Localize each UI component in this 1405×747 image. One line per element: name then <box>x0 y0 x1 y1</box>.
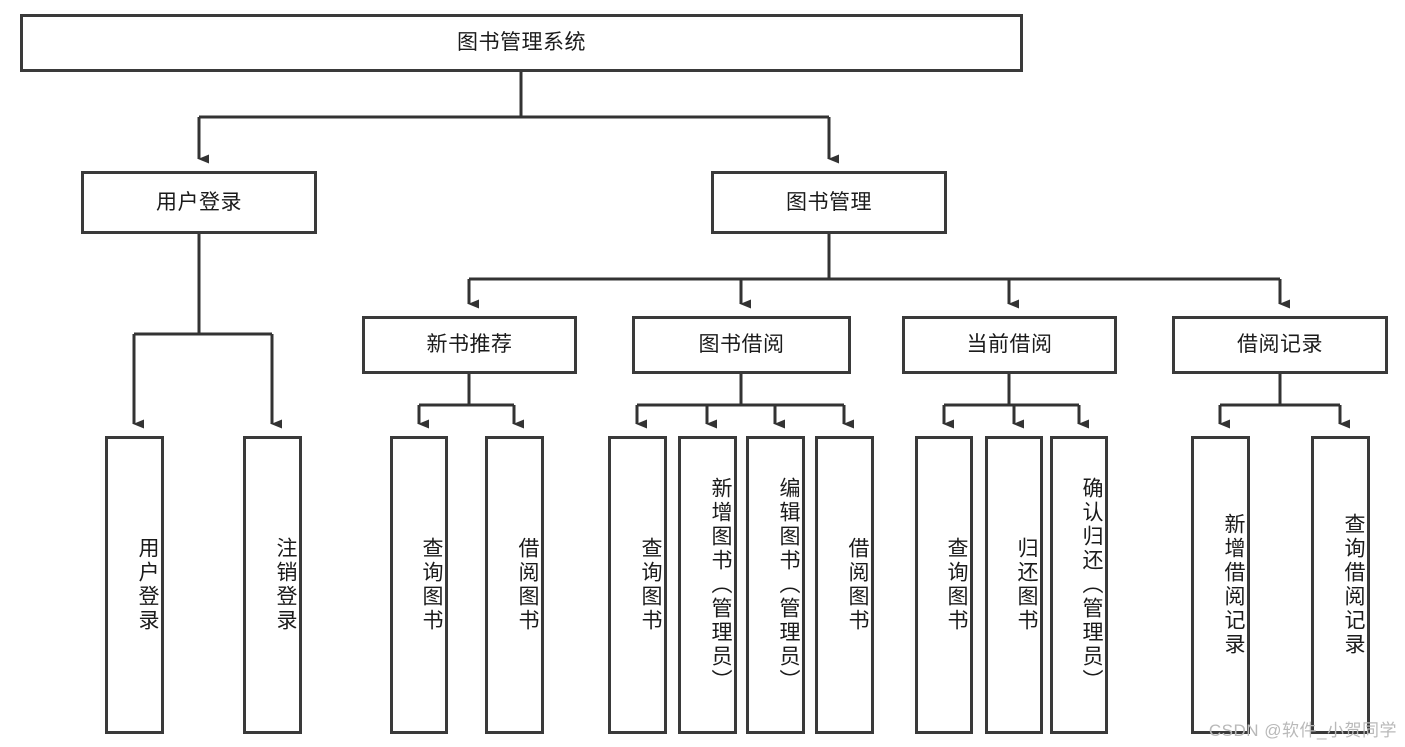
node-leaf-add-book[interactable]: 新增图书（管理员） <box>678 436 737 734</box>
node-leaf-user-logout-label: 注销登录 <box>274 537 297 633</box>
node-leaf-return-book-label: 归还图书 <box>1015 537 1038 633</box>
node-user-login[interactable]: 用户登录 <box>81 171 317 234</box>
node-leaf-borrow-book-2-label: 借阅图书 <box>846 537 869 633</box>
node-leaf-add-borrow-rec-label: 新增借阅记录 <box>1222 513 1245 657</box>
node-new-book-recommend-label: 新书推荐 <box>426 333 513 357</box>
node-leaf-query-book-1[interactable]: 查询图书 <box>390 436 448 734</box>
node-borrow-record[interactable]: 借阅记录 <box>1172 316 1388 374</box>
node-leaf-confirm-return[interactable]: 确认归还（管理员） <box>1050 436 1108 734</box>
node-book-manage-label: 图书管理 <box>786 190 872 214</box>
node-current-borrow-label: 当前借阅 <box>966 333 1053 357</box>
node-leaf-query-book-2-label: 查询图书 <box>639 537 662 633</box>
node-leaf-query-borrow-rec[interactable]: 查询借阅记录 <box>1311 436 1370 734</box>
node-leaf-query-book-1-label: 查询图书 <box>420 537 443 633</box>
node-leaf-borrow-book-2[interactable]: 借阅图书 <box>815 436 874 734</box>
csdn-watermark: CSDN @软件_小贺同学 <box>1208 721 1397 740</box>
node-leaf-edit-book[interactable]: 编辑图书（管理员） <box>746 436 805 734</box>
node-leaf-add-borrow-rec[interactable]: 新增借阅记录 <box>1191 436 1250 734</box>
node-leaf-query-borrow-rec-label: 查询借阅记录 <box>1342 513 1365 657</box>
node-leaf-user-logout[interactable]: 注销登录 <box>243 436 302 734</box>
node-book-borrow-label: 图书借阅 <box>698 333 785 357</box>
node-book-manage[interactable]: 图书管理 <box>711 171 947 234</box>
node-leaf-user-login[interactable]: 用户登录 <box>105 436 164 734</box>
node-leaf-query-book-3-label: 查询图书 <box>945 537 968 633</box>
node-leaf-add-book-label: 新增图书（管理员） <box>709 477 732 693</box>
node-current-borrow[interactable]: 当前借阅 <box>902 316 1117 374</box>
node-book-borrow[interactable]: 图书借阅 <box>632 316 851 374</box>
node-leaf-edit-book-label: 编辑图书（管理员） <box>777 477 800 693</box>
node-leaf-return-book[interactable]: 归还图书 <box>985 436 1043 734</box>
node-leaf-user-login-label: 用户登录 <box>136 537 159 633</box>
node-new-book-recommend[interactable]: 新书推荐 <box>362 316 577 374</box>
node-leaf-borrow-book-1-label: 借阅图书 <box>516 537 539 633</box>
node-user-login-label: 用户登录 <box>156 190 242 214</box>
node-leaf-confirm-return-label: 确认归还（管理员） <box>1080 477 1103 693</box>
node-borrow-record-label: 借阅记录 <box>1237 333 1323 357</box>
node-root[interactable]: 图书管理系统 <box>20 14 1023 72</box>
node-root-label: 图书管理系统 <box>457 31 586 55</box>
node-leaf-borrow-book-1[interactable]: 借阅图书 <box>485 436 544 734</box>
node-leaf-query-book-3[interactable]: 查询图书 <box>915 436 973 734</box>
node-leaf-query-book-2[interactable]: 查询图书 <box>608 436 667 734</box>
